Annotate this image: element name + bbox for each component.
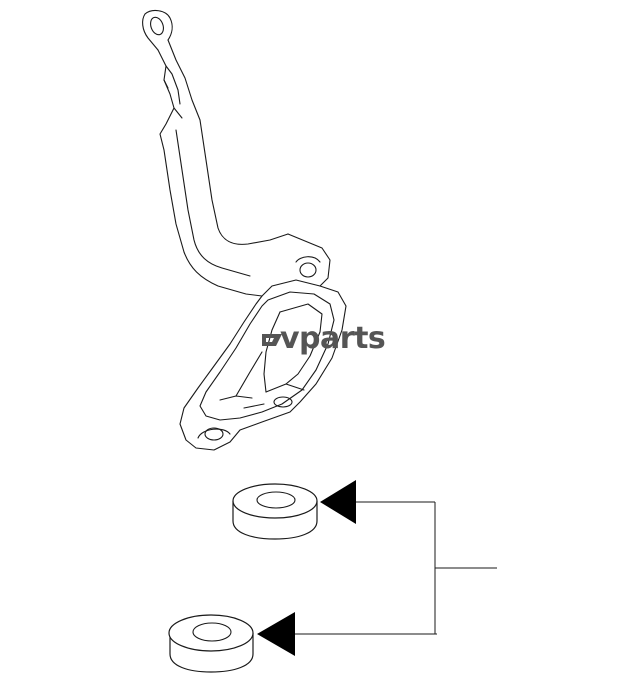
upper-arrow-icon bbox=[320, 480, 356, 524]
lower-arrow-icon bbox=[257, 612, 295, 656]
upper-bushing-part[interactable] bbox=[232, 483, 318, 540]
callout-leader bbox=[295, 501, 497, 635]
watermark-text: vparts bbox=[280, 321, 385, 356]
watermark-logo: vparts bbox=[262, 321, 386, 356]
watermark-mark-icon bbox=[262, 334, 282, 346]
bracket-part[interactable] bbox=[142, 9, 347, 451]
lower-bushing-part[interactable] bbox=[168, 614, 254, 673]
